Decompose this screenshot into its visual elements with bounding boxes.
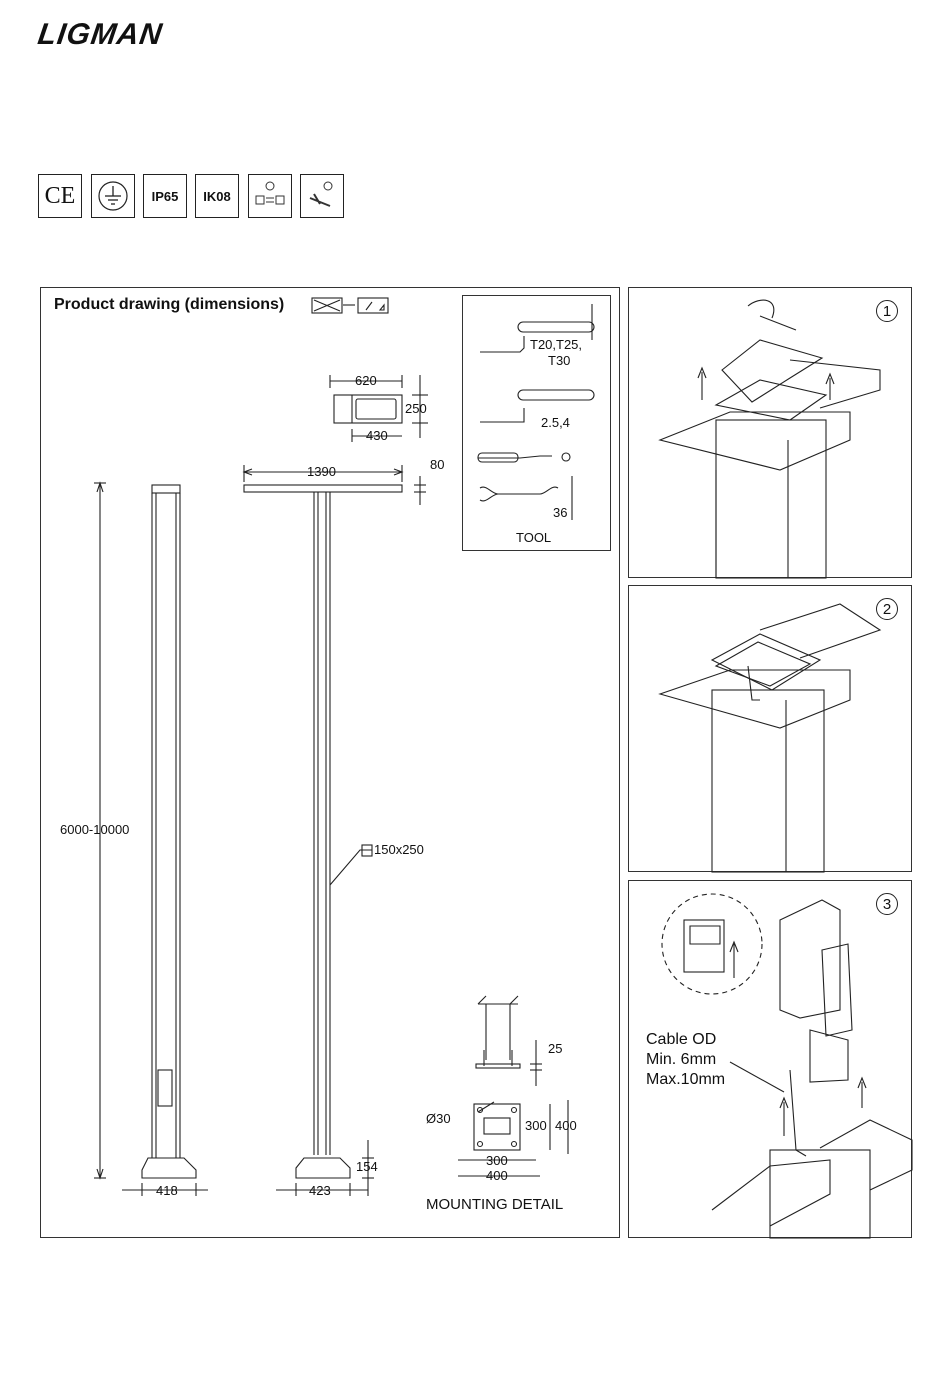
dim-plate-outer-bottom: 400 (486, 1168, 508, 1183)
cable-note-line-2: Min. 6mm (646, 1050, 725, 1070)
dim-base-side: 418 (156, 1183, 178, 1198)
tool-torx-sizes-2: T30 (548, 353, 570, 368)
dim-base-front: 423 (309, 1183, 331, 1198)
dim-pole-section: 150x250 (374, 842, 424, 857)
dim-plate-inner-bottom: 300 (486, 1153, 508, 1168)
dim-head-width: 250 (405, 401, 427, 416)
tool-hex-sizes: 2.5,4 (541, 415, 570, 430)
dim-arm-height: 80 (430, 457, 444, 472)
mounting-detail-label: MOUNTING DETAIL (426, 1196, 563, 1213)
tool-torx-sizes: T20,T25, (530, 337, 582, 352)
dim-head-length: 620 (355, 373, 377, 388)
dim-head-inner: 430 (366, 428, 388, 443)
dim-base-height: 154 (356, 1159, 378, 1174)
dim-anchor-projection: 25 (548, 1041, 562, 1056)
cable-note-line-1: Cable OD (646, 1030, 725, 1050)
dim-plate-inner: 300 (525, 1118, 547, 1133)
cable-note-line-3: Max.10mm (646, 1070, 725, 1090)
dim-plate-outer: 400 (555, 1118, 577, 1133)
tool-wrench-size: 36 (553, 505, 567, 520)
dim-hole-diameter: Ø30 (426, 1111, 451, 1126)
tool-label: TOOL (516, 530, 551, 545)
dim-arm-span: 1390 (307, 464, 336, 479)
cable-note: Cable OD Min. 6mm Max.10mm (646, 1030, 725, 1090)
dim-pole-height: 6000-10000 (60, 822, 129, 837)
